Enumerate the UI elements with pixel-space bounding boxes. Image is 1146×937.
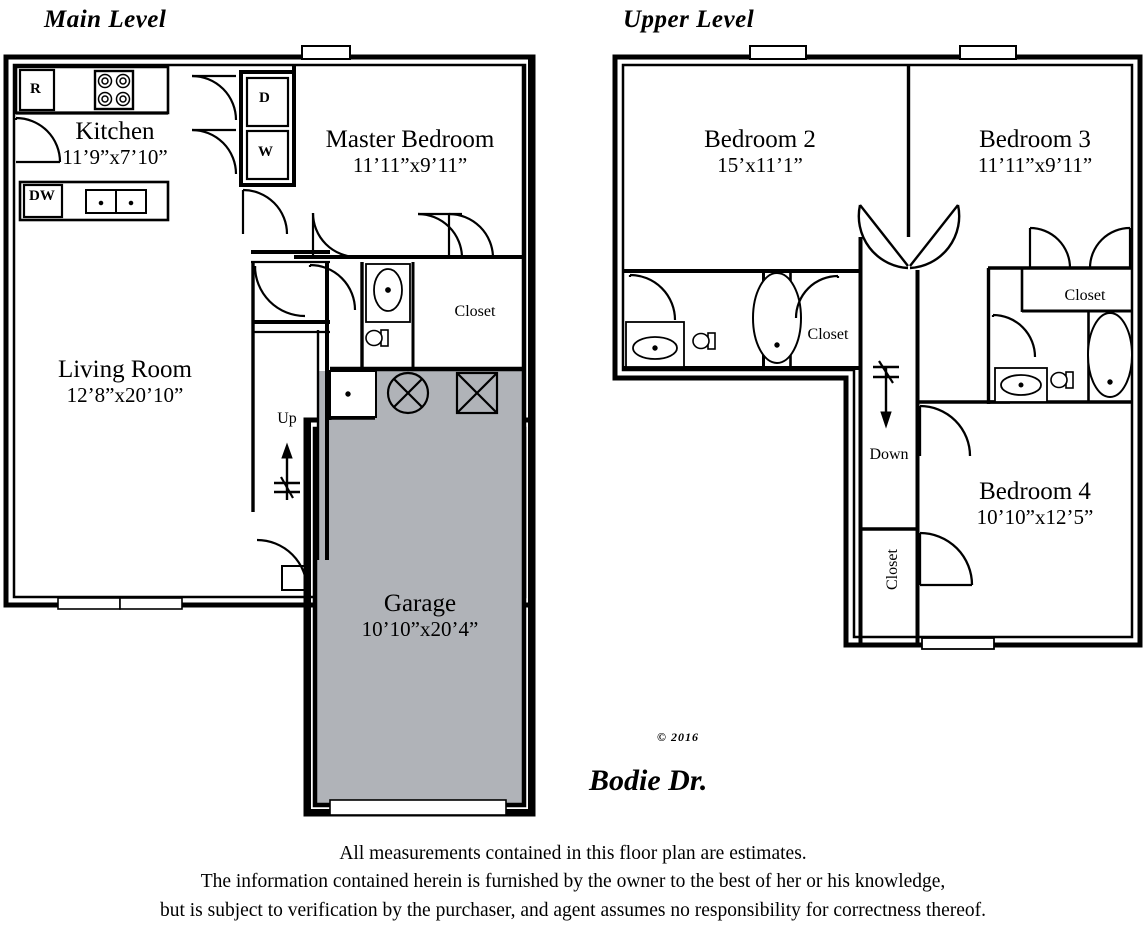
stair-up-label: Up — [277, 410, 297, 427]
kitchen-counters — [14, 65, 170, 222]
disclaimer-line-1: All measurements contained in this floor… — [339, 843, 807, 864]
room-name: Living Room — [57, 356, 193, 383]
room-dimensions: 15’x11’1” — [717, 153, 803, 177]
room-label-garage: Garage 10’10”x20’4” — [320, 590, 520, 642]
upper-bath-right-door — [991, 313, 1037, 358]
upper-level-plan — [612, 45, 1143, 650]
bedroom4-window — [921, 637, 995, 650]
upper-bath-right-fixtures — [994, 312, 1133, 403]
room-name: Bedroom 3 — [979, 126, 1091, 153]
room-name: Bedroom 2 — [704, 126, 816, 153]
main-top-window — [301, 45, 351, 60]
room-label-kitchen: Kitchen 11’9”x7’10” — [15, 118, 215, 170]
room-name: Bedroom 4 — [979, 478, 1091, 505]
master-closet-label: Closet — [454, 303, 496, 320]
stair-down-arrow — [873, 360, 899, 429]
upper-interior-walls — [623, 65, 1132, 645]
room-name: Master Bedroom — [325, 126, 495, 153]
upper-level-title: Upper Level — [623, 6, 755, 33]
bedroom-2-3-door-arcs — [857, 204, 961, 270]
room-dimensions: 12’8”x20’10” — [66, 383, 184, 407]
room-label-bedroom-2: Bedroom 2 15’x11’1” — [650, 126, 870, 178]
upper-bath-left-door — [628, 273, 840, 321]
disclaimer-line-3: but is subject to verification by the pu… — [159, 899, 987, 921]
utility-closet — [329, 370, 377, 418]
room-name: Kitchen — [75, 118, 155, 145]
room-dimensions: 11’9”x7’10” — [62, 145, 168, 169]
disclaimer-line-2: The information contained herein is furn… — [200, 871, 946, 893]
laundry-door-arcs — [191, 74, 289, 235]
main-level-title: Main Level — [44, 6, 167, 33]
room-dimensions: 10’10”x20’4” — [361, 617, 479, 641]
stair-up-arrow — [274, 442, 300, 500]
room-label-master-bedroom: Master Bedroom 11’11”x9’11” — [300, 126, 520, 178]
stair-down-label: Down — [869, 446, 909, 463]
furnace — [455, 371, 499, 415]
room-dimensions: 11’11”x9’11” — [352, 153, 468, 177]
water-heater — [386, 371, 430, 415]
main-interior-walls — [251, 65, 523, 560]
garage-floor — [317, 371, 523, 803]
master-bath-fixtures — [365, 263, 411, 347]
upper-top-windows — [749, 45, 1017, 60]
washer-label: W — [258, 144, 273, 160]
copyright-notice: © 2016 — [657, 730, 699, 744]
disclaimer-text: All measurements contained in this floor… — [0, 840, 1146, 925]
room-dimensions: 10’10”x12’5” — [976, 505, 1094, 529]
upper-bath-left-fixtures — [625, 272, 802, 368]
kitchen-door-arc — [14, 116, 62, 164]
bedroom4-closet-label: Closet — [884, 549, 901, 590]
room-label-bedroom-3: Bedroom 3 11’11”x9’11” — [930, 126, 1140, 178]
bedroom3-closet-label: Closet — [1064, 287, 1106, 304]
room-label-bedroom-4: Bedroom 4 10’10”x12’5” — [930, 478, 1140, 530]
refrigerator-label: R — [30, 81, 41, 97]
room-dimensions: 11’11”x9’11” — [977, 153, 1093, 177]
master-door-arcs — [253, 212, 495, 591]
laundry-closet — [239, 70, 296, 187]
room-label-living-room: Living Room 12’8”x20’10” — [25, 356, 225, 408]
dishwasher-label: DW — [29, 188, 55, 204]
living-room-windows — [57, 597, 183, 610]
bedroom3-closet-doors — [1028, 226, 1132, 269]
room-name: Garage — [383, 590, 457, 617]
garage-door-opening — [329, 799, 507, 816]
dryer-label: D — [259, 90, 270, 106]
bedroom4-doors — [918, 404, 974, 587]
upper-hall-closet-label: Closet — [807, 326, 849, 343]
street-name: Bodie Dr. — [589, 764, 708, 797]
main-level-plan — [3, 45, 536, 817]
